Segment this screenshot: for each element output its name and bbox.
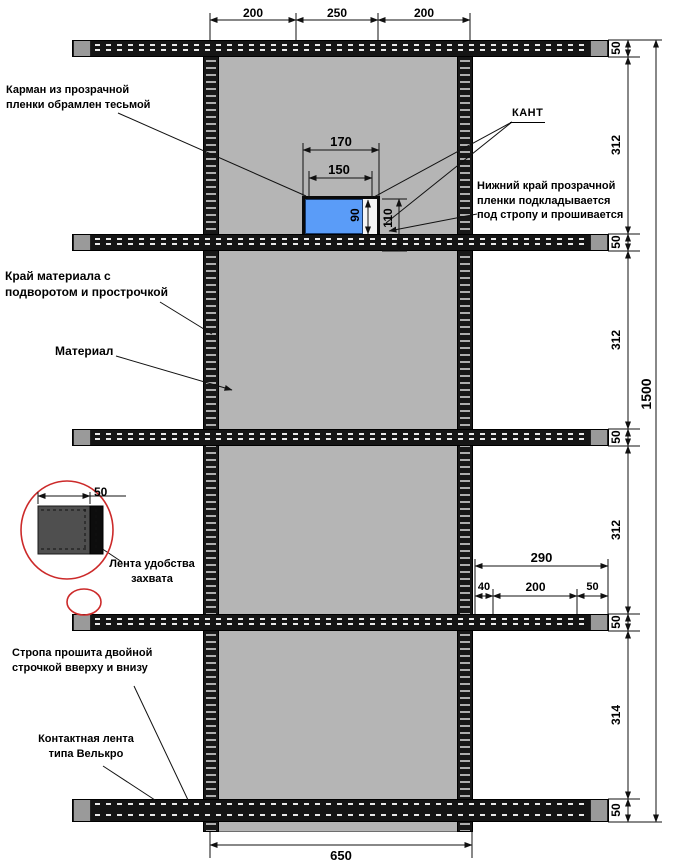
- strap-end-cap: [73, 615, 91, 630]
- dim-segment-200: 200: [525, 580, 546, 594]
- dim-pocket-film-width: 150: [328, 162, 350, 177]
- strap-end-cap: [590, 41, 608, 56]
- leader-line: [102, 765, 159, 803]
- strap-end-cap: [73, 41, 91, 56]
- strap-end-cap: [73, 800, 91, 821]
- dim-pocket-height: 110: [381, 208, 395, 228]
- dim-top-center: 250: [326, 6, 348, 20]
- dim-detail-width: 50: [94, 485, 108, 499]
- dim-right-chain-6: 50: [609, 615, 623, 629]
- annotation-material-edge: Край материала с подворотом и прострочко…: [5, 269, 168, 299]
- dim-right-chain-2: 50: [609, 235, 623, 249]
- horizontal-strap-5: [72, 799, 609, 822]
- strap-end-cap: [590, 235, 608, 250]
- dim-right-chain-7: 314: [609, 704, 623, 726]
- detail-callout: [20, 480, 126, 616]
- dim-segment-total: 290: [530, 550, 553, 565]
- dim-right-chain-8: 50: [609, 803, 623, 817]
- strap-end-cap: [590, 800, 608, 821]
- dim-right-chain-5: 312: [609, 519, 623, 541]
- dim-right-chain-1: 312: [609, 134, 623, 156]
- annotation-kant-label: КАНТ: [510, 106, 546, 123]
- dim-right-chain-3: 312: [609, 329, 623, 351]
- horizontal-strap-1: [72, 40, 609, 57]
- annotation-velcro: Контактная лента типа Велькро: [38, 733, 134, 760]
- strap-end-cap: [73, 235, 91, 250]
- dim-right-chain-0: 50: [609, 41, 623, 55]
- strap-end-cap: [73, 430, 91, 445]
- detail-strap-swatch: [37, 505, 91, 555]
- dim-pocket-width: 170: [330, 134, 352, 149]
- annotation-film-edge: Нижний край прозрачной пленки подкладыва…: [477, 180, 624, 222]
- horizontal-strap-4: [72, 614, 609, 631]
- dim-top-right: 200: [413, 6, 435, 20]
- detail-velcro-strip: [89, 505, 104, 555]
- strap-end-cap: [590, 615, 608, 630]
- annotation-kant: КАНТ: [510, 106, 546, 123]
- dim-right-chain-4: 50: [609, 430, 623, 444]
- dim-pocket-film-height: 90: [348, 208, 362, 222]
- detail-circle-small: [66, 588, 102, 616]
- dim-overall-height: 1500: [638, 378, 654, 410]
- horizontal-strap-3: [72, 429, 609, 446]
- annotation-grip-tape: Лента удобства захвата: [109, 558, 195, 585]
- pocket-film: [305, 199, 363, 234]
- annotation-pocket: Карман из прозрачной пленки обрамлен тес…: [6, 84, 151, 111]
- dim-bottom-width: 650: [330, 848, 352, 863]
- dim-segment-50: 50: [586, 581, 599, 593]
- dim-top-left: 200: [242, 6, 264, 20]
- dim-segment-40: 40: [477, 581, 491, 593]
- horizontal-strap-2: [72, 234, 609, 251]
- strap-end-cap: [590, 430, 608, 445]
- annotation-material: Материал: [55, 344, 114, 358]
- annotation-strap-stitching: Стропа прошита двойной строчкой вверху и…: [12, 647, 153, 674]
